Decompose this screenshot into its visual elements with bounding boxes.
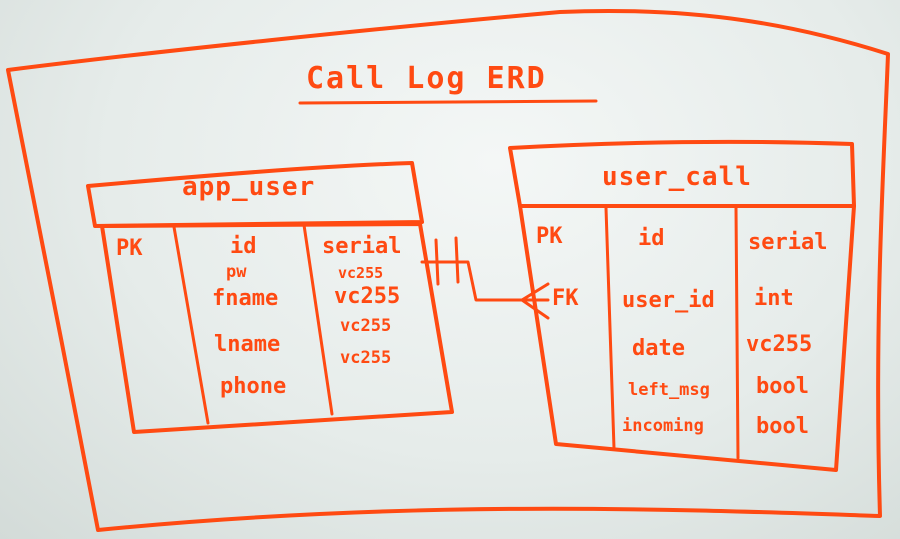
user-call-body-box — [518, 204, 856, 472]
diagram-title: Call Log ERD — [306, 61, 547, 96]
user-call-field-id: id — [638, 226, 665, 251]
title-underline — [298, 99, 598, 105]
app-user-field-pw: pw — [226, 262, 247, 282]
one-cardinality-bar-2 — [454, 236, 460, 284]
app-user-type-phone: vc255 — [340, 348, 392, 368]
app-user-col-divider-2 — [302, 223, 334, 416]
outer-frame — [6, 8, 890, 532]
app-user-table-name: app_user — [182, 172, 316, 202]
user-call-type-incoming: bool — [756, 414, 809, 439]
user-call-field-left-msg: left_msg — [628, 380, 710, 400]
user-call-pk-label: PK — [536, 224, 563, 249]
user-call-col-divider-1 — [604, 206, 616, 450]
app-user-type-pw: vc255 — [338, 264, 384, 282]
app-user-field-fname: fname — [212, 286, 279, 311]
user-call-field-date: date — [632, 336, 685, 361]
app-user-field-id: id — [230, 234, 257, 259]
user-call-table-name: user_call — [602, 162, 752, 192]
user-call-field-user-id: user_id — [622, 288, 715, 313]
app-user-col-divider-1 — [172, 225, 210, 425]
app-user-type-id: serial — [322, 234, 402, 259]
app-user-body-box — [100, 222, 454, 434]
user-call-type-date: vc255 — [746, 332, 813, 357]
many-crows-foot — [520, 282, 550, 320]
app-user-pk-label: PK — [116, 236, 143, 261]
app-user-type-lname: vc255 — [340, 316, 392, 336]
app-user-type-fname: vc255 — [334, 284, 401, 309]
user-call-type-user-id: int — [754, 286, 794, 311]
user-call-col-divider-2 — [734, 206, 740, 460]
user-call-type-left-msg: bool — [756, 374, 809, 399]
app-user-field-lname: lname — [214, 332, 281, 357]
relationship-line — [420, 260, 542, 302]
app-user-field-phone: phone — [220, 374, 287, 399]
user-call-type-id: serial — [748, 230, 828, 255]
user-call-header-box — [508, 139, 856, 208]
one-cardinality-bar-1 — [434, 238, 440, 286]
user-call-field-incoming: incoming — [622, 416, 704, 436]
user-call-fk-label: FK — [552, 286, 579, 311]
app-user-header-box — [86, 161, 424, 228]
